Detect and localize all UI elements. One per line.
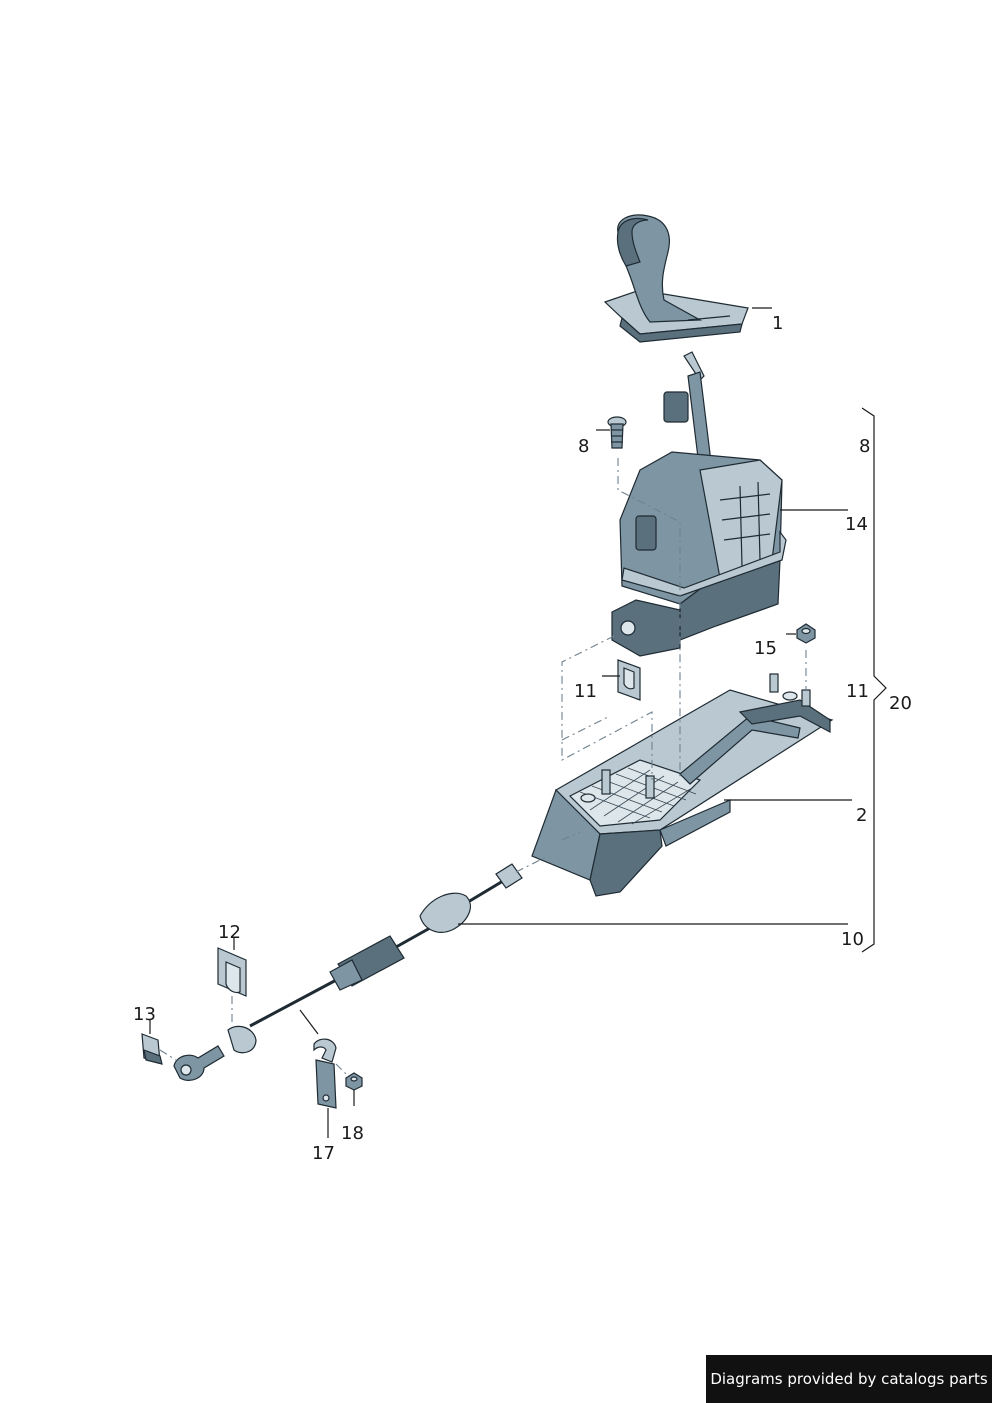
part-10-shift-cable[interactable] [173,863,523,1081]
callout-11-left[interactable]: 11 [574,681,597,702]
part-15-nut[interactable] [796,623,816,644]
part-13-clip[interactable] [141,1033,163,1065]
assembly-guide-lines [159,458,807,1077]
part-17-bracket[interactable] [313,1038,337,1109]
part-14-shifter-housing[interactable] [611,351,787,657]
group-brace [861,407,887,953]
callout-10[interactable]: 10 [841,929,864,950]
callout-17[interactable]: 17 [312,1143,335,1164]
part-11-clip[interactable] [617,659,641,701]
part-18-nut[interactable] [345,1072,363,1091]
callout-8-left[interactable]: 8 [578,436,589,457]
callout-12[interactable]: 12 [218,922,241,943]
callout-20[interactable]: 20 [889,693,912,714]
callout-8-right[interactable]: 8 [859,436,870,457]
callout-15[interactable]: 15 [754,638,777,659]
callout-18[interactable]: 18 [341,1123,364,1144]
part-2-mounting-bracket[interactable] [531,673,834,897]
callout-1[interactable]: 1 [772,313,783,334]
callout-labels: 1 8 8 14 15 11 11 20 2 10 12 13 18 17 [133,313,912,1164]
part-12-clip[interactable] [217,947,247,997]
callout-11-right[interactable]: 11 [846,681,869,702]
part-8-screw[interactable] [607,416,627,449]
callout-14[interactable]: 14 [845,514,868,535]
callout-2[interactable]: 2 [856,805,867,826]
part-1-shift-knob-cover[interactable] [603,214,749,343]
credit-banner: Diagrams provided by catalogs parts [706,1355,992,1403]
callout-13[interactable]: 13 [133,1004,156,1025]
leader-lines [149,307,852,1138]
